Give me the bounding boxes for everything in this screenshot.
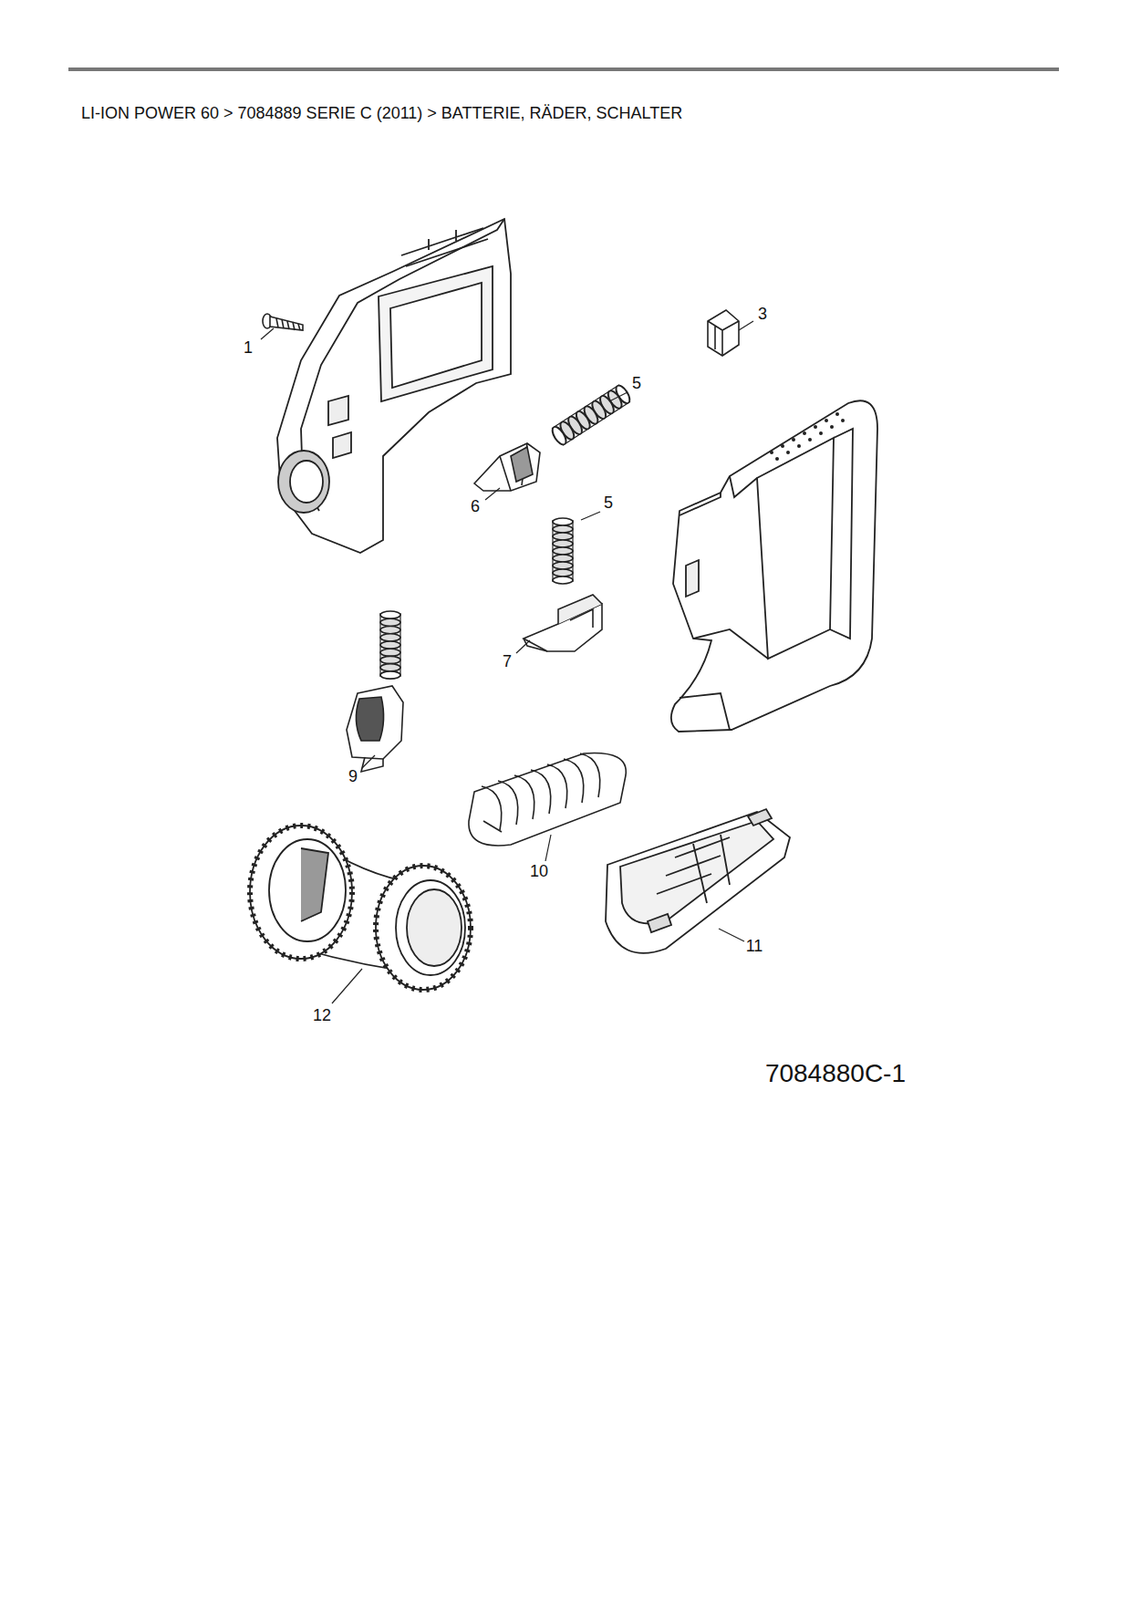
battery-pack <box>468 753 626 846</box>
right-handle <box>685 560 699 597</box>
callout-number: 5 <box>630 373 644 395</box>
leader-lines <box>545 834 551 862</box>
right-handle <box>840 418 845 423</box>
spring <box>380 611 401 679</box>
leader-lines <box>260 321 754 1004</box>
callout-number: 3 <box>756 304 769 325</box>
latch-slider <box>570 609 593 628</box>
right-handle <box>786 450 790 455</box>
battery-cover <box>605 809 790 954</box>
left-housing <box>300 218 505 511</box>
switch-lever <box>510 446 533 482</box>
wheels <box>406 889 462 966</box>
wheels <box>249 825 353 959</box>
leader-lines <box>718 928 745 942</box>
latch-slider <box>523 638 548 652</box>
leader-lines <box>516 640 530 654</box>
right-handle <box>775 456 779 461</box>
right-handle <box>797 444 801 448</box>
right-handle <box>679 693 730 730</box>
right-handle <box>813 425 818 429</box>
battery-cover <box>620 820 774 924</box>
right-handle <box>830 425 834 429</box>
callout-number: 5 <box>601 493 615 514</box>
right-handle <box>769 450 774 455</box>
wheels <box>395 880 466 976</box>
right-handle <box>791 437 796 442</box>
callout-number: 11 <box>744 936 766 957</box>
right-handle <box>802 431 807 436</box>
leader-lines <box>362 755 375 768</box>
wheels <box>269 839 346 942</box>
callout-number: 6 <box>468 497 482 518</box>
left-housing <box>277 218 511 553</box>
right-handle <box>671 400 878 732</box>
latch-slider <box>523 594 602 652</box>
battery-pack <box>481 753 601 831</box>
leader-lines <box>581 511 601 520</box>
right-handle <box>819 431 823 436</box>
switch-button <box>346 685 404 772</box>
right-handle <box>729 428 853 639</box>
left-housing <box>401 228 488 267</box>
spring <box>380 383 633 679</box>
right-handle <box>808 437 812 442</box>
callout-number: 12 <box>311 1006 333 1027</box>
header-rule <box>68 69 1059 71</box>
battery-cover <box>605 811 790 954</box>
page-title: LI-ION POWER 60 > 7084889 SERIE C (2011)… <box>81 104 683 124</box>
right-handle <box>824 418 829 423</box>
callout-number: 9 <box>346 767 360 788</box>
screw <box>262 313 303 331</box>
wheels <box>249 825 353 959</box>
right-handle <box>835 412 840 416</box>
switch-part <box>707 310 739 356</box>
switch-lever <box>474 443 540 491</box>
right-handle <box>671 400 878 732</box>
callout-number: 7 <box>500 652 514 673</box>
wheels <box>375 865 471 990</box>
switch-part <box>707 321 739 356</box>
battery-pack <box>483 820 502 832</box>
drawing-number: 7084880C-1 <box>765 1059 906 1089</box>
latch-slider <box>558 594 602 624</box>
header-rule <box>68 67 1059 72</box>
spring <box>549 383 633 447</box>
leader-lines <box>332 968 363 1004</box>
left-housing <box>278 450 330 513</box>
left-housing <box>378 266 493 402</box>
right-handle <box>757 437 834 659</box>
callout-number: 10 <box>528 861 550 882</box>
leader-lines <box>738 321 754 331</box>
leader-lines <box>609 392 628 402</box>
switch-part <box>707 310 739 356</box>
callout-number: 1 <box>241 338 255 359</box>
wheels <box>249 825 471 990</box>
switch-button <box>346 685 404 759</box>
battery-cover <box>647 809 772 933</box>
left-housing <box>390 282 482 388</box>
switch-button <box>355 696 384 741</box>
left-housing <box>328 395 352 458</box>
right-handle <box>769 412 845 461</box>
spring <box>552 518 573 584</box>
right-handle <box>679 492 768 659</box>
wheels <box>300 848 329 922</box>
battery-cover <box>656 834 730 903</box>
screw <box>269 316 303 331</box>
leader-lines <box>260 328 274 340</box>
left-housing <box>290 460 323 503</box>
leader-lines <box>485 487 500 500</box>
switch-button <box>361 757 384 772</box>
wheels <box>375 865 471 990</box>
battery-pack <box>468 753 626 846</box>
left-housing <box>277 218 511 553</box>
switch-lever <box>474 443 540 491</box>
screw <box>276 318 301 331</box>
right-handle <box>780 444 785 448</box>
